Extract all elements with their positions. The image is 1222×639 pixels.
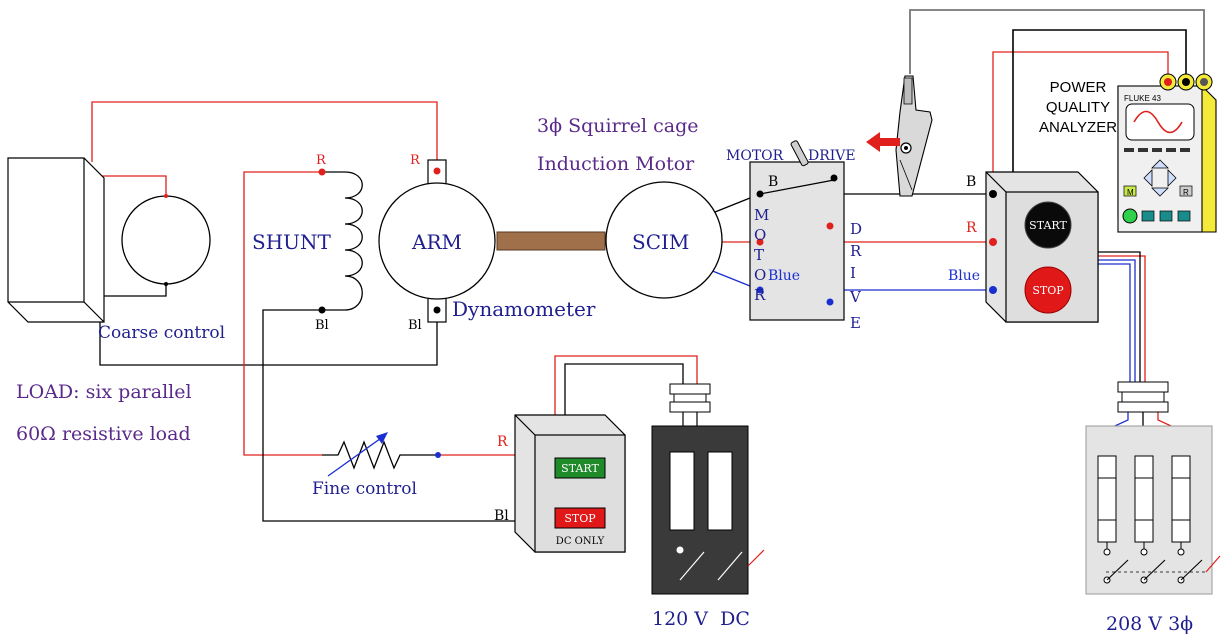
dc-start-label: START: [561, 462, 599, 475]
wire-gen-to-arm-red: [91, 101, 438, 168]
fluke-analyzer: [1117, 73, 1217, 233]
switch-b-tag: B: [768, 174, 778, 190]
motor-letter-t: T: [754, 246, 764, 264]
ac-supply: [1085, 381, 1221, 595]
ac-start-button[interactable]: [1024, 201, 1072, 249]
coupling-shaft: [496, 231, 606, 251]
dc-only-label: DC ONLY: [556, 536, 605, 547]
switch-blue-tag: Blue: [768, 268, 800, 284]
wire-3ph-red: [1097, 255, 1146, 392]
motor-drive-switch: [749, 140, 845, 321]
drive-letter-r: R: [850, 242, 862, 260]
load-label-line2: 60Ω resistive load: [16, 423, 191, 445]
wire-dc-black: [564, 363, 684, 415]
wire-dc-red: [554, 355, 698, 415]
coarse-rheostat-circle: [121, 195, 211, 285]
pqa-label-line2: QUALITY: [1046, 99, 1110, 116]
motor-title-line1: 3ϕ Squirrel cage: [537, 115, 698, 137]
wire-analyzer-gray: [909, 9, 1205, 76]
shunt-bottom-terminal: [318, 306, 326, 314]
wire-gen-to-arm-black: [99, 284, 438, 366]
starter-blue-tag: Blue: [948, 268, 980, 284]
drive-letter-d: D: [850, 220, 862, 238]
wire-3ph-blue2: [1097, 263, 1131, 392]
shunt-top-terminal: [318, 168, 326, 176]
dc-r-tag: R: [497, 434, 508, 450]
shunt-bottom-tag: Bl: [315, 318, 329, 333]
dc-stop-label: STOP: [564, 512, 596, 525]
pqa-label-line3: ANALYZER: [1039, 119, 1117, 136]
starter-r-tag: R: [966, 220, 977, 236]
scim-motor: [605, 181, 723, 299]
drive-vertical-letters: D R I V E: [849, 220, 862, 332]
waveform-icon: [1133, 110, 1183, 134]
arm-bottom-tag: Bl: [408, 318, 422, 333]
shunt-top-tag: R: [316, 153, 327, 168]
clamp-direction-arrow: [866, 132, 900, 152]
shunt-label: SHUNT: [252, 230, 331, 254]
current-clamp-probe: [866, 75, 933, 197]
fluke-r-key-label: R: [1183, 188, 1189, 197]
scim-label: SCIM: [632, 230, 689, 254]
motor-letter-m: M: [754, 206, 769, 224]
fine-control-label: Fine control: [312, 479, 417, 499]
motor-letter-o1: O: [754, 226, 766, 244]
dc-stop-button[interactable]: [554, 507, 606, 529]
coarse-control-box: [7, 157, 211, 323]
dynamometer-label: Dynamometer: [452, 297, 596, 321]
ac-stop-button[interactable]: [1024, 266, 1072, 314]
ac-supply-label: 208 V 3ϕ: [1106, 613, 1193, 635]
fluke-model-label: FLUKE 43: [1124, 94, 1161, 103]
ac-start-label: START: [1029, 219, 1067, 232]
drive-letter-e: E: [850, 314, 861, 332]
wire-3ph-black: [1097, 251, 1141, 392]
ac-stop-label: STOP: [1032, 284, 1064, 297]
wire-3ph-blue: [1097, 259, 1136, 392]
fine-control-rheostat: [322, 432, 441, 477]
motor-letter-r: R: [754, 286, 766, 304]
dc-start-button[interactable]: [554, 457, 606, 479]
motor-title-line2: Induction Motor: [537, 153, 695, 175]
armature: [378, 159, 496, 323]
pqa-label-line1: POWER: [1050, 79, 1107, 96]
drive-letter-i: I: [850, 264, 856, 282]
wire-shunt-black: [262, 309, 515, 522]
fluke-m-key-label: M: [1127, 188, 1134, 197]
coarse-control-label: Coarse control: [98, 323, 225, 343]
switch-drive-label: DRIVE: [808, 148, 856, 164]
motor-vertical-letters: M O T O R: [754, 206, 769, 304]
switch-motor-label: MOTOR: [726, 148, 784, 164]
motor-letter-o2: O: [754, 266, 766, 284]
wire-gen-red-stub: [92, 175, 167, 196]
dc-starter-box: [514, 414, 626, 553]
dc-bl-tag: Bl: [494, 508, 509, 524]
dc-supply-label: 120 V DC: [652, 608, 750, 630]
dc-supply: [651, 383, 765, 595]
arm-top-tag: R: [410, 153, 421, 168]
starter-b-tag: B: [966, 174, 976, 190]
arm-label: ARM: [411, 230, 462, 254]
load-label-line1: LOAD: six parallel: [16, 381, 192, 403]
wire-shunt-red: [243, 171, 322, 456]
shunt-coil: [344, 171, 363, 311]
drive-letter-v: V: [849, 288, 862, 306]
wire-analyzer-red: [992, 51, 1169, 194]
